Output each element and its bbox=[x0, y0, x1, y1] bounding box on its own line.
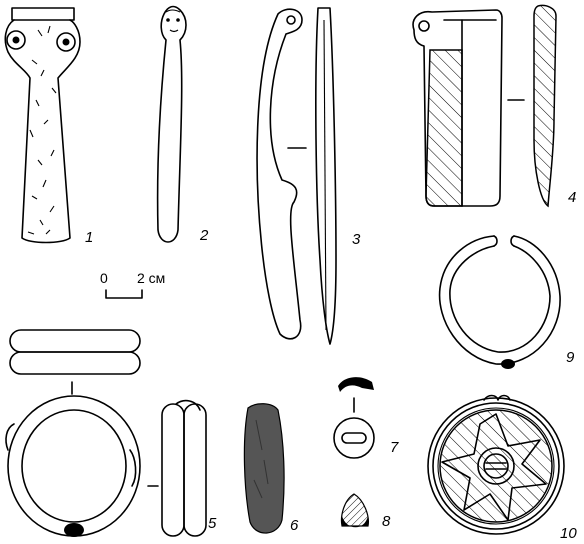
figure-number-3: 3 bbox=[352, 231, 361, 248]
artifact-1-carved-handle bbox=[4, 7, 81, 244]
scale-bar-2cm-label: 2 см bbox=[137, 270, 165, 286]
figure-number-6: 6 bbox=[290, 517, 299, 534]
figure-number-8: 8 bbox=[382, 513, 391, 530]
artifact-3-curved-blade bbox=[256, 7, 337, 345]
figure-number-10: 10 bbox=[560, 525, 577, 542]
figure-number-1: 1 bbox=[85, 229, 93, 246]
artifact-10-star-disc bbox=[427, 394, 565, 535]
artifact-5-bracelet bbox=[5, 329, 207, 537]
figure-number-5: 5 bbox=[208, 515, 217, 532]
artifact-7-button bbox=[333, 377, 375, 459]
figure-number-2: 2 bbox=[199, 227, 209, 244]
artifact-6-stone-pendant bbox=[243, 403, 285, 534]
scale-bar bbox=[105, 289, 143, 299]
artifact-8-cone bbox=[340, 493, 369, 528]
figure-number-7: 7 bbox=[390, 439, 399, 456]
artifact-9-open-ring bbox=[438, 235, 561, 369]
figure-number-4: 4 bbox=[568, 189, 576, 206]
scale-bar-zero-label: 0 bbox=[100, 270, 108, 286]
artifact-2-figural-pin bbox=[156, 5, 187, 243]
artifact-4-whetstone bbox=[412, 4, 557, 208]
figure-number-9: 9 bbox=[566, 349, 575, 366]
